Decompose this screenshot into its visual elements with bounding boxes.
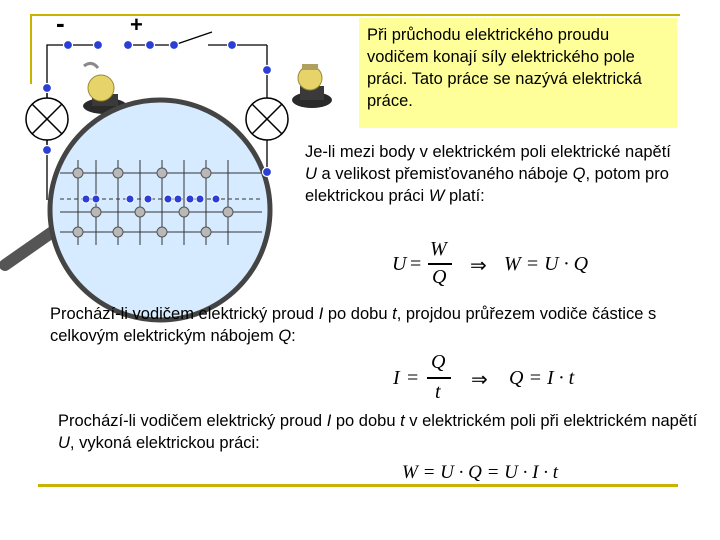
para2-text-a: Prochází-li vodičem elektrický proud	[50, 305, 319, 323]
para1-var-u: U	[305, 165, 317, 183]
para1-var-w: W	[428, 187, 445, 205]
eq2-fraction-bar	[427, 377, 451, 379]
eq2-implies-icon: ⇒	[471, 369, 488, 391]
para3-text-c: v elektrickém poli při elektrickém napět…	[404, 412, 698, 430]
bulb-right	[245, 97, 289, 141]
para1-text-a: Je-li mezi body v elektrickém poli elekt…	[305, 143, 671, 161]
paragraph-work: Prochází-li vodičem elektrický proud I p…	[58, 410, 698, 454]
eq2-denominator: t	[435, 381, 441, 403]
eq1-lhs: U	[392, 253, 407, 275]
para3-var-u: U	[58, 434, 70, 452]
para2-text-b: po dobu	[323, 305, 393, 323]
eq2-numerator: Q	[431, 351, 446, 373]
equation-voltage: U = W Q ⇒ W = U · Q	[392, 238, 612, 291]
note-term: elektrická práce	[367, 70, 642, 110]
bulb-left	[25, 97, 69, 141]
para1-text-b: a velikost přemisťovaného náboje	[316, 165, 573, 183]
para1-text-d: platí:	[444, 187, 485, 205]
paragraph-current: Prochází-li vodičem elektrický proud I p…	[50, 303, 690, 347]
equation-charge: I = Q t ⇒ Q = I · t	[393, 351, 613, 405]
equation-work: W = U · Q = U · I · t	[402, 462, 558, 483]
para2-var-i: I	[318, 305, 324, 323]
para3-var-i: I	[326, 412, 332, 430]
para3-var-t: t	[400, 412, 405, 430]
para3-text-d: , vykoná elektrickou práci:	[69, 434, 260, 452]
battery-minus-sign: -	[56, 8, 65, 38]
eq1-denominator: Q	[432, 266, 447, 288]
note-text: Při průchodu elektrického proudu vodičem…	[367, 26, 635, 88]
eq2-equals: =	[407, 367, 419, 389]
switch-lever	[173, 31, 213, 46]
para2-var-t: t	[392, 305, 397, 323]
lamp-picture-left	[83, 61, 127, 114]
frame-bottom-line	[38, 484, 678, 487]
para2-text-c: , projdou průřezem vodiče částice s celk…	[50, 305, 657, 345]
circuit-nodes	[41, 39, 273, 178]
para2-var-q: Q	[278, 327, 292, 345]
eq2-result: Q = I · t	[509, 367, 575, 389]
note-period: .	[408, 92, 413, 110]
frame-top-line	[30, 14, 680, 16]
para3-text-a: Prochází-li vodičem elektrický proud	[58, 412, 327, 430]
lamp-picture-right	[292, 64, 332, 108]
para1-var-q: Q	[572, 165, 586, 183]
eq1-fraction-bar	[428, 263, 452, 265]
electrons	[81, 194, 221, 204]
definition-note: Při průchodu elektrického proudu vodičem…	[359, 18, 677, 128]
magnifying-glass-icon	[0, 97, 273, 323]
eq1-result: W = U · Q	[504, 253, 589, 275]
paragraph-voltage: Je-li mezi body v elektrickém poli elekt…	[305, 141, 685, 207]
eq2-lhs: I	[393, 367, 400, 389]
eq1-implies-icon: ⇒	[470, 255, 487, 277]
battery-plus-sign: +	[130, 12, 143, 37]
para3-text-b: po dobu	[331, 412, 401, 430]
eq1-numerator: W	[430, 238, 447, 260]
frame-left-line	[30, 14, 32, 84]
para2-text-d: :	[291, 327, 296, 345]
eq1-equals: =	[410, 253, 422, 275]
para1-text-c: , potom pro elektrickou práci	[305, 165, 669, 205]
